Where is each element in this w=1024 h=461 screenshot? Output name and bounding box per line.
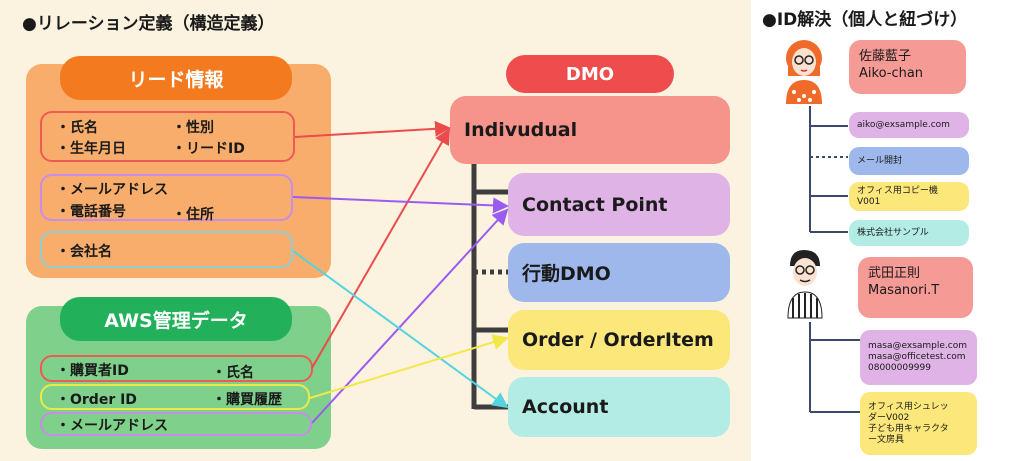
arrow-aws-order-to-order	[309, 334, 509, 399]
lead-field-group-contact: ・メールアドレス ・電話番号 ・住所	[40, 174, 293, 223]
aws-data-heading: AWS管理データ	[60, 297, 292, 341]
lead-field-lead-id: ・リードID	[172, 141, 245, 157]
lead-field-phone: ・電話番号	[56, 204, 126, 220]
person1-order: オフィス用コピー機 V001	[849, 182, 969, 211]
arrow-aws-buyer-to-individual	[311, 128, 450, 369]
id-resolution-title: ●ID解決（個人と紐づけ）	[762, 10, 968, 30]
lead-field-birthdate: ・生年月日	[56, 141, 126, 157]
lead-field-group-personal: ・氏名 ・性別 ・生年月日 ・リードID	[40, 111, 295, 162]
person1-email: aiko@exsample.com	[849, 112, 969, 138]
person1-tree	[809, 106, 848, 233]
aws-field-name: ・氏名	[212, 365, 254, 381]
arrow-lead-company-to-account	[292, 250, 509, 409]
lead-info-heading: リード情報	[60, 56, 292, 100]
person2-name-card: 武田正則 Masanori.T	[858, 257, 973, 318]
person2-orders: オフィス用シュレッ ダーV002 子ども用キャラクタ ー文房具	[860, 392, 977, 455]
dmo-tree	[471, 164, 508, 410]
aws-field-buyer-id: ・購買者ID	[56, 363, 129, 379]
aws-field-purchase-history: ・購買履歴	[212, 392, 282, 408]
dmo-heading: DMO	[506, 55, 674, 93]
dmo-individual: Indivudual	[450, 96, 730, 164]
person2-tree	[809, 322, 860, 413]
aws-field-order-id: ・Order ID	[56, 392, 137, 408]
dmo-account: Account	[508, 377, 730, 437]
aws-row-order: ・Order ID ・購買履歴	[40, 384, 310, 410]
lead-field-email: ・メールアドレス	[56, 182, 168, 198]
dmo-behavior: 行動DMO	[508, 243, 730, 302]
arrow-lead-personal-to-individual	[294, 120, 451, 138]
person1-avatar	[786, 40, 822, 104]
person1-account: 株式会社サンプル	[849, 220, 969, 246]
dmo-contact-point: Contact Point	[508, 173, 730, 236]
lead-field-company: ・会社名	[56, 244, 112, 260]
lead-field-name: ・氏名	[56, 120, 98, 136]
lead-field-gender: ・性別	[172, 120, 214, 136]
lead-field-address: ・住所	[172, 207, 214, 223]
person1-name-card: 佐藤藍子 Aiko-chan	[849, 40, 966, 94]
aws-field-email: ・メールアドレス	[56, 418, 168, 434]
lead-field-group-company: ・会社名	[40, 231, 293, 268]
person2-avatar	[787, 250, 823, 319]
relation-title: ●リレーション定義（構造定義）	[22, 14, 275, 34]
person1-behavior: メール開封	[849, 147, 969, 175]
person2-contacts: masa@exsample.com masa@officetest.com 08…	[860, 330, 977, 385]
aws-row-buyer: ・購買者ID ・氏名	[40, 355, 313, 382]
aws-row-email: ・メールアドレス	[40, 412, 312, 436]
dmo-order: Order / OrderItem	[508, 310, 730, 370]
arrow-lead-contact-to-contact-point	[292, 196, 509, 214]
